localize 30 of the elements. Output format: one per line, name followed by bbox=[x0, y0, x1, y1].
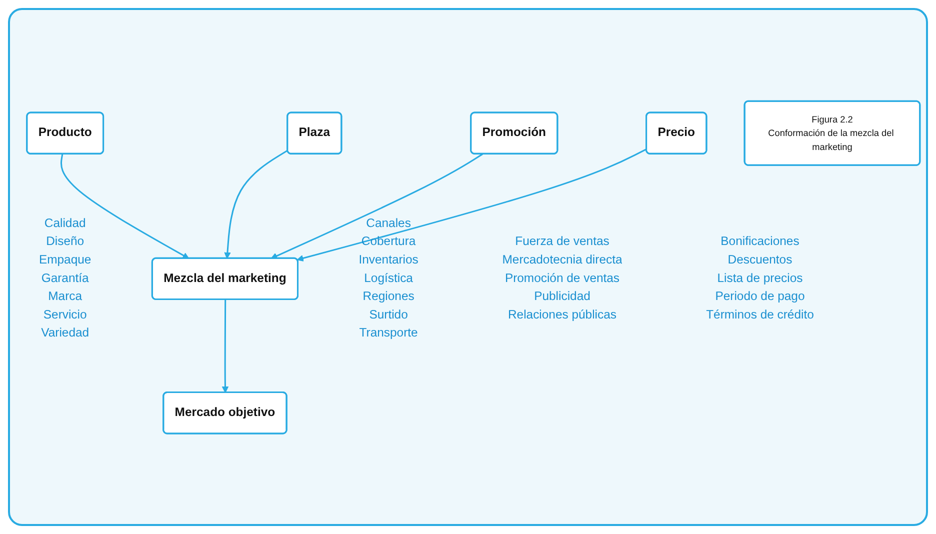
arrow bbox=[296, 148, 648, 262]
arrow bbox=[270, 153, 483, 259]
node-label: Bonificaciones bbox=[720, 234, 800, 248]
node-label: Periodo de pago bbox=[715, 290, 805, 303]
node-label: Variedad bbox=[41, 326, 90, 340]
diagram-panel: Mezcla del marketing Producto Plaza Promoción Precio Mercado objetivo Figura 2.2 Conformación de la mezcla del marketing Calidad Diseño Empaque Garantía Marca Servicio Variedad Canales Cobertura Inventarios Logística Regiones Surtido Transporte Fuerza de ventas Mercadotecnia directa Promoción de ventas Publicidad Relaciones públicas Bonificaciones Descuentos Lista de precios Periodo de pago Términos de crédito bbox=[8, 8, 928, 526]
node-label: Diseño bbox=[46, 234, 84, 248]
node-label: Términos de crédito bbox=[706, 308, 814, 322]
node-label: Servicio bbox=[43, 308, 87, 322]
node-label: Cobertura bbox=[361, 234, 416, 248]
arrow bbox=[224, 149, 288, 259]
node-label: Mercadotecnia directa bbox=[502, 253, 622, 266]
node-label: Descuentos bbox=[728, 253, 792, 266]
node-label: Promoción de ventas bbox=[504, 272, 620, 285]
arrow bbox=[222, 299, 229, 393]
node-label: Garantía bbox=[41, 272, 89, 285]
node-label: Publicidad bbox=[534, 290, 590, 303]
node-label: Transporte bbox=[359, 326, 418, 340]
node-label: Canales bbox=[366, 216, 411, 230]
node-label: Surtido bbox=[369, 308, 408, 322]
arrow bbox=[60, 154, 190, 259]
node-label: Relaciones públicas bbox=[508, 308, 616, 322]
node-label: Regiones bbox=[362, 290, 414, 303]
node-label: Fuerza de ventas bbox=[515, 234, 610, 248]
node-label: Logística bbox=[364, 272, 413, 285]
node-label: Empaque bbox=[38, 253, 92, 266]
node-label: Inventarios bbox=[358, 253, 418, 266]
node-label: Calidad bbox=[44, 216, 86, 230]
node-label: Lista de precios bbox=[717, 272, 803, 285]
node-label: Marca bbox=[48, 290, 82, 303]
